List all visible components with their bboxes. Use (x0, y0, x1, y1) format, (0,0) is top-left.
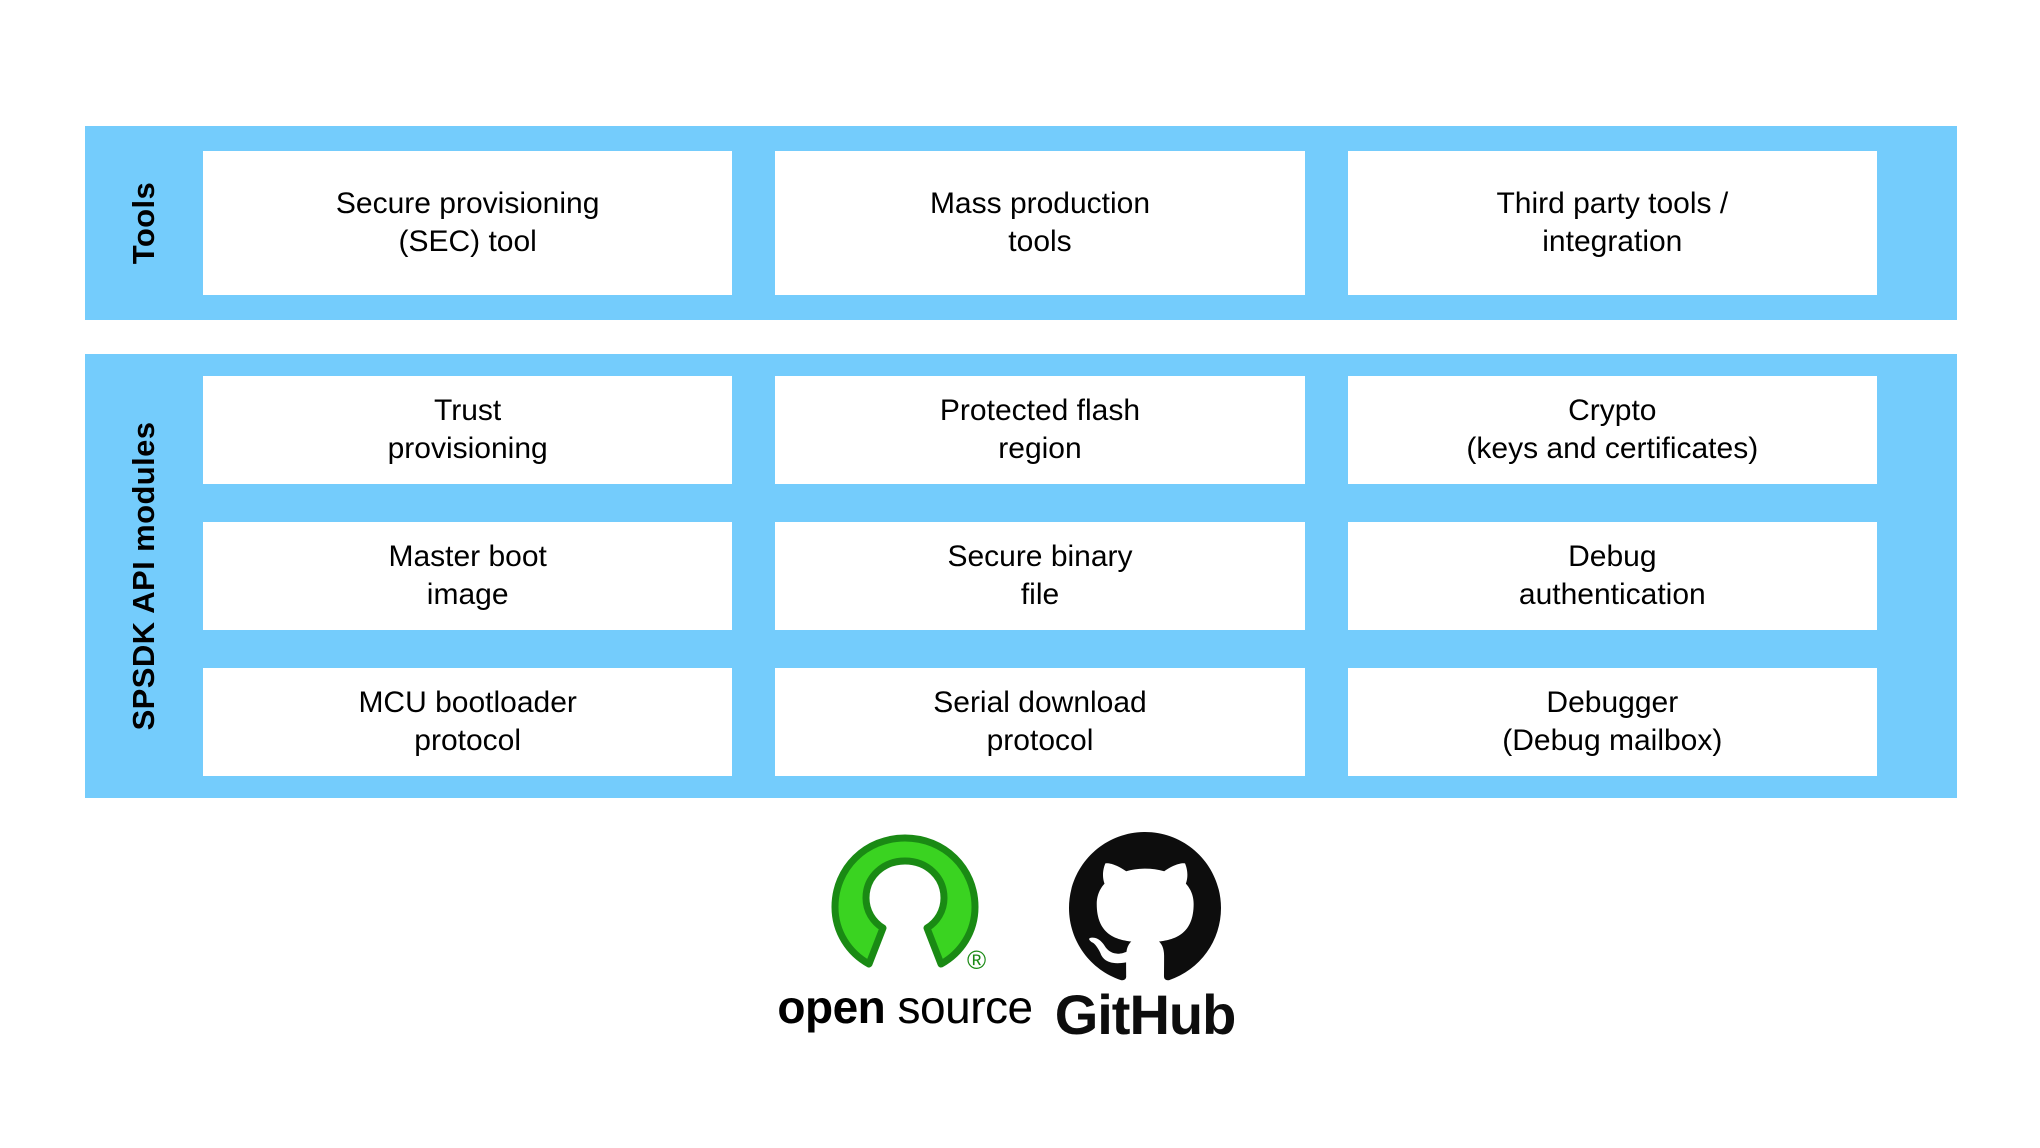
open-source-logo: ® open source (777, 832, 1033, 1034)
card-master-boot-image[interactable]: Master boot image (203, 522, 733, 630)
card-text: MCU bootloader protocol (348, 684, 586, 760)
card-text: Debugger (Debug mailbox) (1492, 684, 1732, 760)
card-line-2: authentication (1518, 578, 1706, 611)
card-line-2: protocol (986, 724, 1094, 757)
card-line-1: Secure provisioning (335, 187, 600, 221)
card-line-1: Protected flash (939, 394, 1141, 428)
card-line-1: Mass production (929, 187, 1151, 221)
card-mcu-bootloader-protocol[interactable]: MCU bootloader protocol (203, 668, 733, 776)
card-line-1: Secure binary (947, 540, 1133, 574)
card-text: Secure binary file (937, 538, 1142, 614)
card-line-2: (SEC) tool (398, 225, 537, 258)
card-line-1: Debug (1568, 540, 1657, 574)
spsdk-api-modules-band-label-text: SPSDK API modules (126, 421, 161, 731)
card-text: Crypto (keys and certificates) (1456, 392, 1768, 468)
card-text: Trust provisioning (378, 392, 558, 468)
github-wordmark: GitHub (1054, 983, 1237, 1046)
card-line-2: image (426, 578, 509, 611)
card-line-1: Serial download (933, 686, 1147, 720)
card-line-2: integration (1542, 225, 1683, 258)
spsdk-row-2: Master boot image Secure binary file Deb… (203, 522, 1877, 630)
card-line-2: file (1020, 578, 1060, 611)
card-third-party-tools-integration[interactable]: Third party tools / integration (1347, 151, 1877, 295)
card-line-2: (keys and certificates) (1466, 432, 1759, 465)
card-text: Master boot image (378, 538, 556, 614)
card-text: Protected flash region (930, 392, 1150, 468)
card-line-2: (Debug mailbox) (1502, 724, 1723, 757)
spsdk-row-3: MCU bootloader protocol Serial download … (203, 668, 1877, 776)
card-line-2: tools (1008, 225, 1072, 258)
github-logo: GitHub (1045, 832, 1245, 1047)
card-serial-download-protocol[interactable]: Serial download protocol (775, 668, 1305, 776)
card-text: Serial download protocol (923, 684, 1156, 760)
open-source-keyhole-icon: ® (831, 834, 986, 975)
card-line-2: region (998, 432, 1082, 465)
card-line-2: protocol (414, 724, 522, 757)
logo-row: ® open source GitHub (777, 832, 1285, 1047)
spsdk-api-modules-band: SPSDK API modules Trust provisioning Pro… (85, 354, 1957, 798)
spsdk-api-modules-band-label: SPSDK API modules (85, 354, 203, 798)
card-text: Debug authentication (1509, 538, 1716, 614)
card-debug-authentication[interactable]: Debug authentication (1347, 522, 1877, 630)
card-line-1: MCU bootloader (358, 686, 577, 720)
tools-row-1: Secure provisioning (SEC) tool Mass prod… (203, 151, 1877, 295)
spsdk-card-grid: Trust provisioning Protected flash regio… (203, 354, 1957, 798)
card-line-1: Third party tools / (1496, 187, 1729, 221)
open-source-word-open: open (777, 981, 886, 1033)
card-crypto-keys-and-certificates[interactable]: Crypto (keys and certificates) (1347, 376, 1877, 484)
card-line-1: Debugger (1546, 686, 1679, 720)
card-secure-provisioning-tool[interactable]: Secure provisioning (SEC) tool (203, 151, 733, 295)
card-text: Secure provisioning (SEC) tool (326, 185, 609, 261)
card-trust-provisioning[interactable]: Trust provisioning (203, 376, 733, 484)
card-mass-production-tools[interactable]: Mass production tools (775, 151, 1305, 295)
card-line-1: Trust (434, 394, 502, 428)
registered-trademark-mark: ® (967, 945, 986, 975)
open-source-word-source: source (897, 981, 1034, 1033)
github-octocat-icon (1069, 832, 1221, 981)
card-debugger-debug-mailbox[interactable]: Debugger (Debug mailbox) (1347, 668, 1877, 776)
spsdk-row-1: Trust provisioning Protected flash regio… (203, 376, 1877, 484)
tools-band: Tools Secure provisioning (SEC) tool Mas… (85, 126, 1957, 320)
card-line-1: Crypto (1568, 394, 1657, 428)
tools-band-label-text: Tools (126, 181, 161, 265)
tools-band-label: Tools (85, 126, 203, 320)
card-protected-flash-region[interactable]: Protected flash region (775, 376, 1305, 484)
card-line-2: provisioning (387, 432, 548, 465)
card-text: Third party tools / integration (1486, 185, 1738, 261)
open-source-wordmark: open source (777, 980, 1034, 1034)
card-text: Mass production tools (920, 185, 1160, 261)
card-line-1: Master boot (388, 540, 547, 574)
card-secure-binary-file[interactable]: Secure binary file (775, 522, 1305, 630)
tools-card-grid: Secure provisioning (SEC) tool Mass prod… (203, 126, 1957, 320)
